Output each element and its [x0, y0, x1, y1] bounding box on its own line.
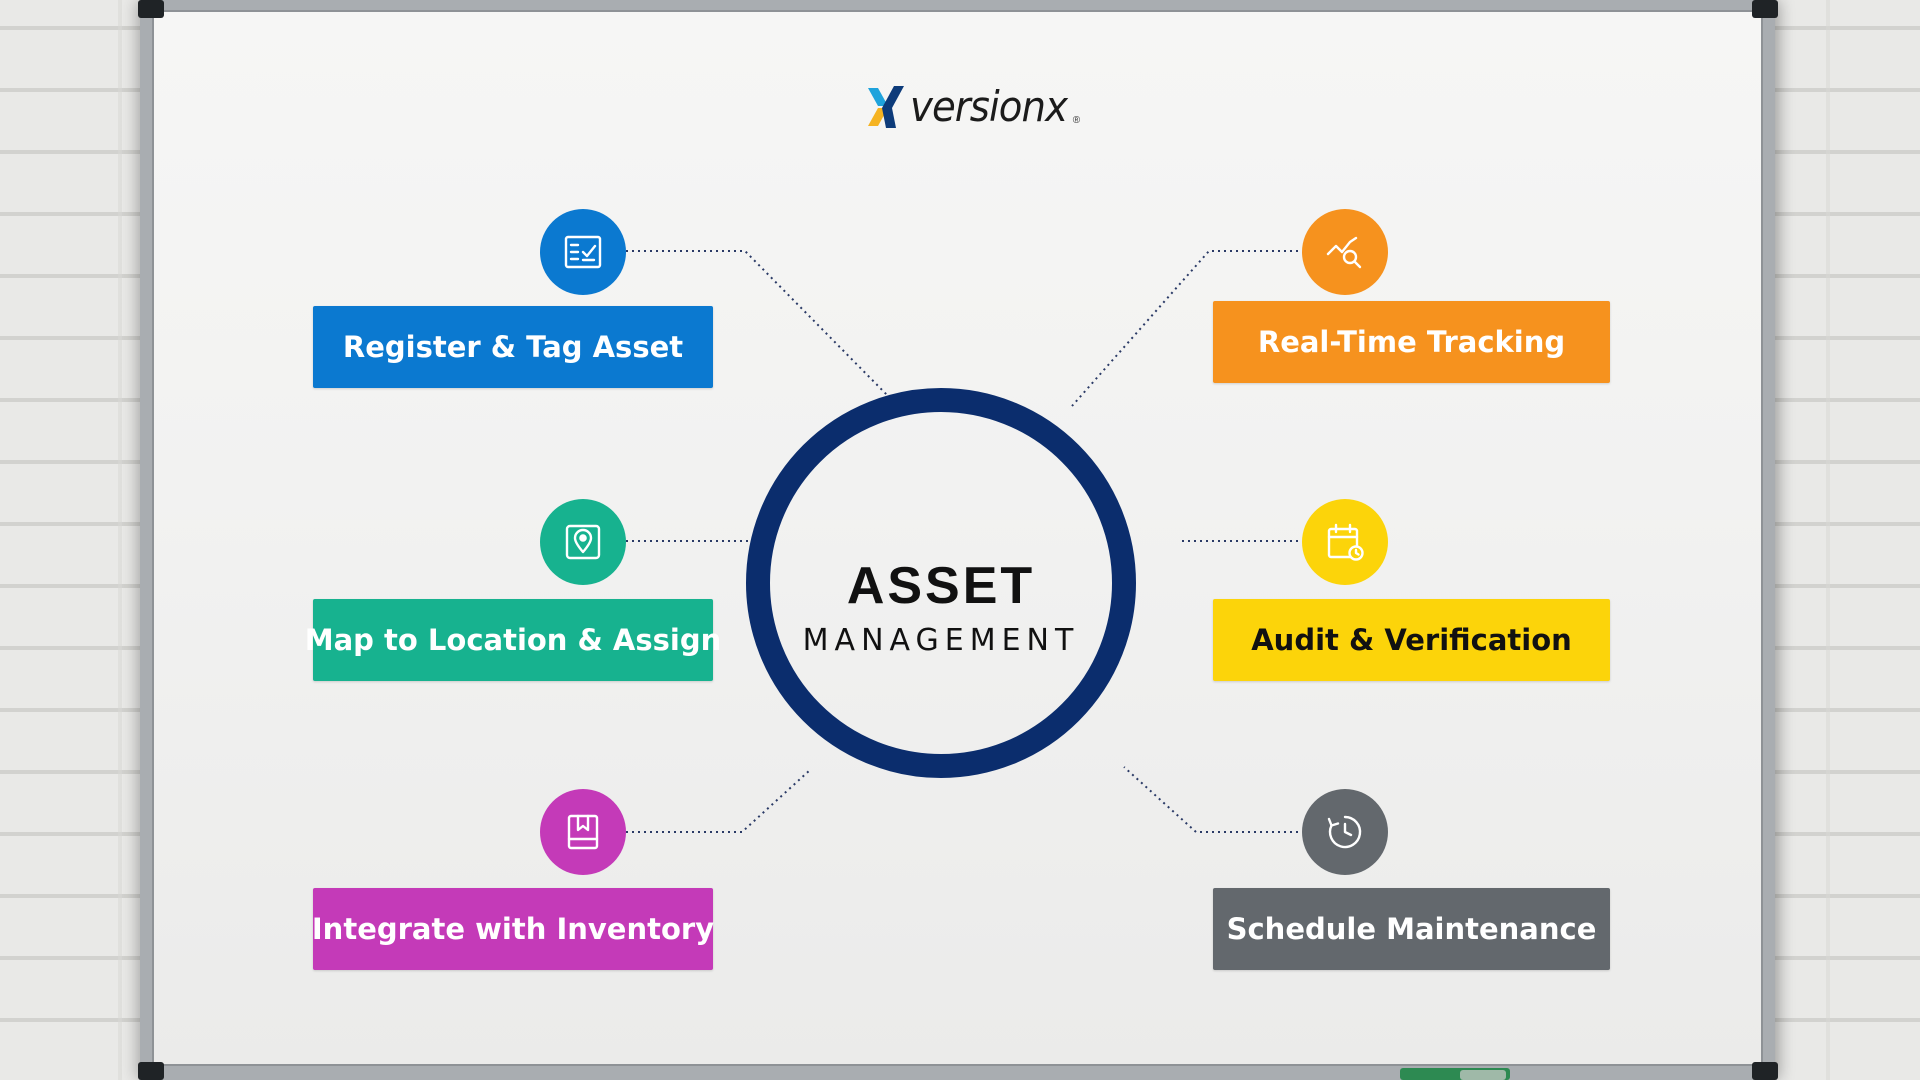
calendar-clock-icon — [1327, 523, 1364, 561]
real-time-tracking-label: Real-Time Tracking — [1213, 301, 1610, 383]
schedule-maintenance-label: Schedule Maintenance — [1213, 888, 1610, 970]
board-corner — [1752, 0, 1778, 18]
versionx-x-icon — [868, 86, 904, 128]
integrate-inventory-label: Integrate with Inventory — [312, 888, 714, 970]
registered-mark: ® — [1072, 114, 1081, 126]
history-clock-icon — [1327, 815, 1362, 849]
map-location-assign-label: Map to Location & Assign — [305, 599, 721, 681]
hub-title: ASSET — [846, 557, 1036, 615]
audit-verification-label: Audit & Verification — [1213, 599, 1610, 681]
connector-integrate — [626, 769, 811, 833]
board-corner — [1752, 1062, 1778, 1080]
location-pin-icon — [565, 524, 601, 560]
inventory-box-icon — [567, 814, 599, 850]
marker — [1460, 1070, 1506, 1080]
maintenance-node-icon — [1302, 789, 1388, 875]
register-tag-asset-label: Register & Tag Asset — [313, 306, 713, 388]
board-corner — [138, 1062, 164, 1080]
checklist-icon — [564, 235, 602, 269]
chart-search-icon — [1326, 236, 1362, 269]
brand-name: versionx — [910, 82, 1068, 131]
audit-node-icon — [1302, 499, 1388, 585]
integrate-node-icon — [540, 789, 626, 875]
versionx-logo: versionx ® — [866, 82, 1080, 132]
hub-subtitle: MANAGEMENT — [802, 623, 1080, 658]
board-corner — [138, 0, 164, 18]
register-node-icon — [540, 209, 626, 295]
connector-maintenance — [1123, 766, 1298, 833]
tracking-node-icon — [1302, 209, 1388, 295]
map-node-icon — [540, 499, 626, 585]
